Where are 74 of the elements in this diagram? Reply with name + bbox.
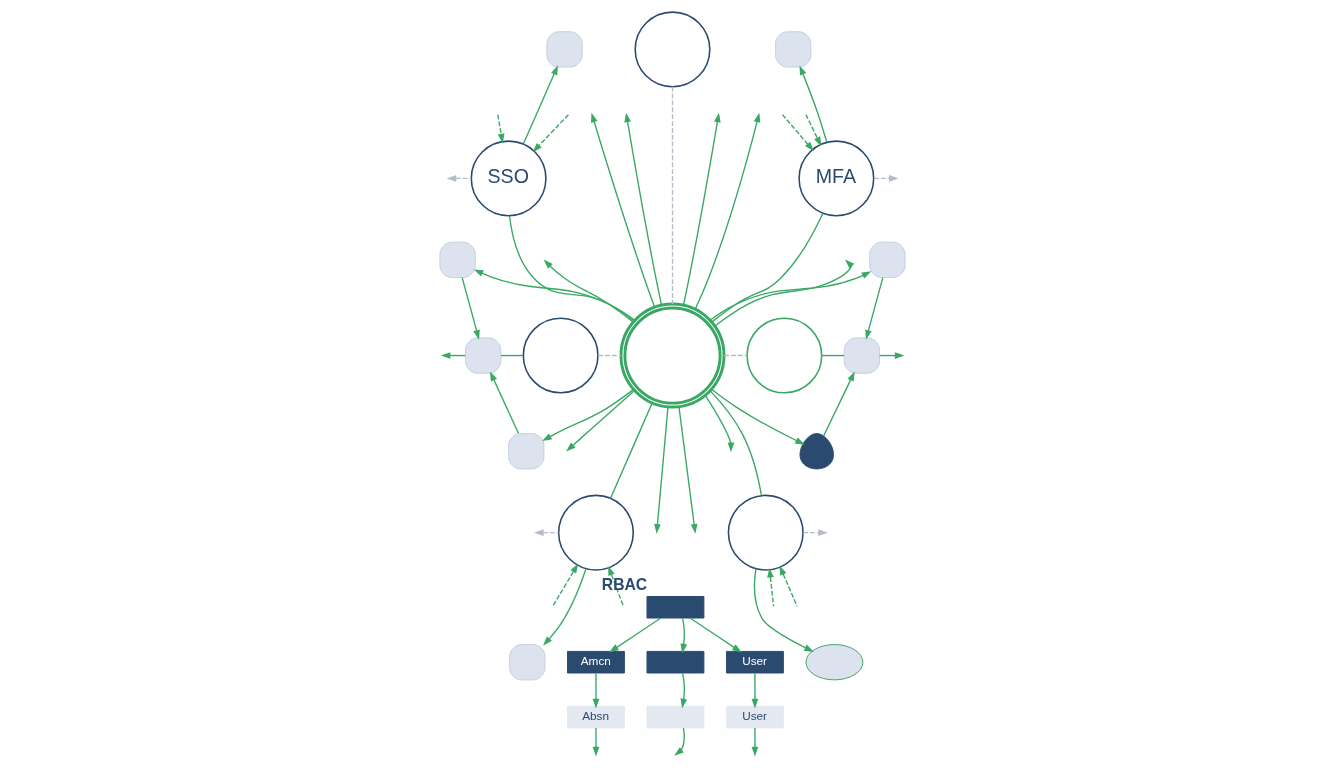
arrow	[713, 259, 854, 327]
node-box	[545, 31, 583, 68]
node-box: User	[725, 650, 784, 674]
arrow	[653, 406, 669, 534]
node-circle	[745, 317, 822, 394]
arrow	[607, 565, 624, 607]
arrow	[542, 568, 587, 646]
arrow	[694, 112, 760, 310]
node-box: User	[725, 705, 784, 729]
arrow	[608, 617, 661, 653]
connector	[508, 215, 635, 322]
arrow	[673, 727, 685, 756]
arrow	[677, 406, 697, 534]
arrow	[802, 529, 828, 537]
arrow	[781, 114, 814, 152]
arrow	[680, 617, 687, 654]
node-box	[646, 650, 704, 674]
arrow	[496, 114, 504, 144]
arrow	[779, 565, 798, 607]
connector	[597, 354, 622, 357]
arrow	[766, 567, 774, 607]
node-circle	[633, 11, 711, 88]
arrow	[682, 112, 721, 306]
arrow	[446, 175, 472, 182]
arrow	[551, 563, 578, 607]
arrow	[751, 672, 758, 709]
arrow	[473, 269, 636, 321]
connector	[609, 402, 653, 499]
node-box	[646, 595, 704, 619]
arrow	[541, 388, 634, 442]
connector	[709, 390, 762, 496]
node-circle	[557, 494, 634, 571]
arrow	[804, 114, 821, 147]
node-box	[646, 705, 704, 729]
node-box	[843, 337, 880, 374]
arrow	[753, 568, 814, 652]
node-box: Absn	[566, 705, 625, 729]
connector	[722, 354, 747, 357]
node-person	[799, 433, 834, 470]
connector	[499, 354, 524, 357]
arrow	[689, 617, 742, 653]
node-box	[774, 31, 811, 68]
arrow	[592, 672, 599, 709]
arrow	[708, 271, 871, 321]
node-box: Amcn	[566, 650, 625, 674]
arrow	[565, 389, 635, 452]
connector	[820, 354, 845, 357]
node-label: RBAC	[601, 576, 647, 594]
arrow	[489, 371, 519, 434]
arrow	[710, 388, 805, 445]
arrow	[751, 727, 758, 757]
node-box	[507, 433, 544, 470]
connector	[710, 212, 824, 323]
arrow	[592, 727, 599, 757]
node-box	[438, 241, 476, 278]
arrow	[680, 672, 687, 709]
arrow	[543, 259, 634, 323]
node-circle	[522, 317, 599, 394]
node-box	[508, 644, 545, 681]
arrow	[533, 529, 559, 537]
node-circle	[727, 494, 804, 571]
arrow	[864, 276, 884, 340]
connector	[671, 86, 673, 305]
node-box	[868, 241, 906, 278]
arrow	[532, 114, 569, 153]
arrow	[590, 112, 655, 308]
arrow	[822, 371, 855, 437]
arrow	[799, 65, 827, 143]
arrow	[522, 65, 558, 145]
arrow	[623, 112, 662, 306]
node-box	[464, 337, 501, 374]
arrow	[872, 175, 899, 182]
arrow	[460, 276, 480, 340]
arrow	[704, 394, 734, 453]
